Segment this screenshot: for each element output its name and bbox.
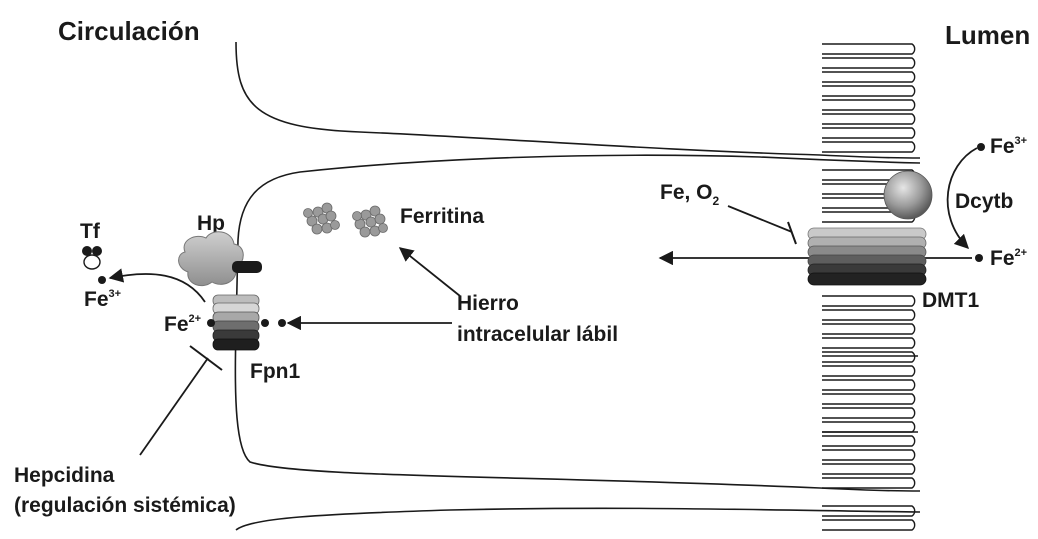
microvillus [822,352,915,362]
microvillus [822,128,915,138]
fe-o2-label: Fe, O2 [660,181,720,208]
microvillus [822,338,915,348]
microvillus [822,520,915,530]
microvillus [822,100,915,110]
microvillus [822,464,915,474]
microvillus [822,408,915,418]
brush-border-villi [822,44,915,530]
dcytb-icon [884,171,932,219]
fe3-dot-lumen [977,143,985,151]
fe-o2-inhibition-bar [788,222,796,244]
fe2-lumen-label: Fe2+ [990,247,1027,270]
microvillus [822,324,915,334]
hephaestin-icon [179,232,262,286]
hepcidin-label-line2: (regulación sistémica) [14,494,236,517]
fe3-dot-circulation [98,276,106,284]
to-ferritin-arrow [400,248,460,296]
labile-iron-label-line1: Hierro [457,292,519,315]
hepcidin-label-line1: Hepcidina [14,464,115,487]
tf-label: Tf [80,220,101,243]
circulation-label: Circulación [58,16,200,46]
microvillus [822,310,915,320]
dmt1-label: DMT1 [922,289,979,312]
dcytb-label: Dcytb [955,190,1013,213]
cell-membrane [235,42,920,530]
fe2-fpn-label: Fe2+ [164,313,201,336]
dmt1-icon [808,228,926,285]
fe3-circulation-label: Fe3+ [84,288,121,311]
transferrin-icon [82,246,102,269]
microvillus [822,86,915,96]
fe-o2-inhibition-line [728,206,792,232]
microvillus [822,394,915,404]
labile-iron-label-line2: intracelular lábil [457,323,618,346]
fe3-lumen-label: Fe3+ [990,135,1027,158]
ferroportin-fpn1-icon [213,295,259,350]
microvillus [822,436,915,446]
labile-iron-dot [278,319,286,327]
microvillus [822,72,915,82]
microvillus [822,380,915,390]
microvillus [822,58,915,68]
fe2-dot-fpn-left [207,319,215,327]
microvillus [822,114,915,124]
lumen-label: Lumen [945,20,1030,50]
microvillus [822,296,915,306]
microvillus [822,478,915,488]
microvillus [822,422,915,432]
microvillus [822,44,915,54]
hepcidin-inhibition-line [140,358,208,455]
microvillus [822,450,915,460]
ferritin-icon [304,203,388,237]
fe2-dot-lumen [975,254,983,262]
fpn1-label: Fpn1 [250,360,300,383]
microvillus [822,142,915,152]
ferritin-label: Ferritina [400,205,484,228]
microvillus [822,366,915,376]
fe2-dot-fpn-right [261,319,269,327]
